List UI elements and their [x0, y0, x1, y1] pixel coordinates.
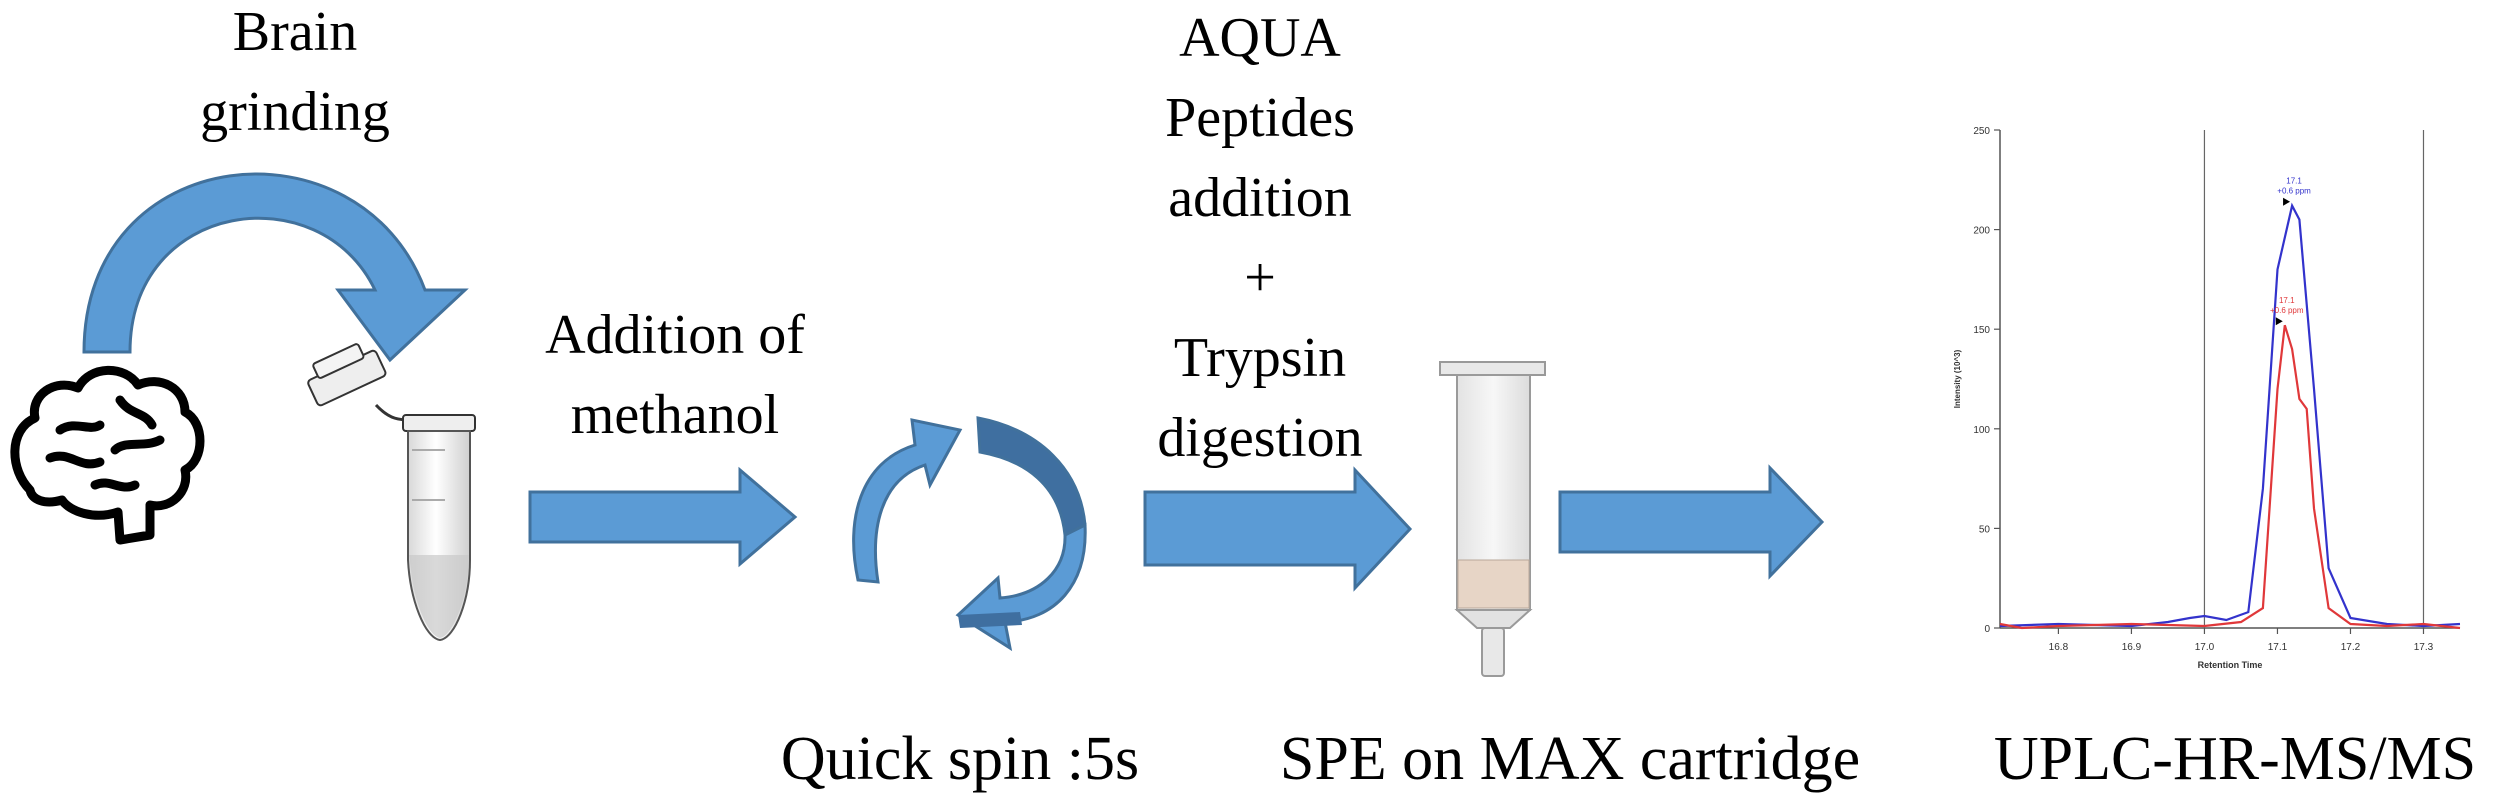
chromatogram-chart: 0 50 100 150 200 250 16.8 16.9 17.0 17.1 17.2 17.3R…: [1953, 126, 2461, 670]
label-quick-spin: Quick spin :5s: [780, 725, 1140, 793]
arrow-2: [1143, 466, 1413, 592]
label-line: methanol: [570, 384, 780, 446]
curved-arrow: [82, 172, 469, 363]
cycle-arrows-icon: [852, 416, 1087, 652]
peak-label: +0.6 ppm: [2270, 306, 2304, 315]
label-line: +: [1244, 247, 1276, 309]
label-line: Trypsin: [1173, 327, 1347, 389]
label-aqua-trypsin: AQUA Peptides addition + Trypsin digesti…: [1090, 0, 1430, 478]
label-line: grinding: [200, 81, 390, 143]
eppendorf-tube-icon: [307, 343, 476, 642]
label-uplc: UPLC-HR-MS/MS: [1993, 725, 2477, 793]
series-line-2: [1999, 324, 2461, 630]
y-tick-label: 250: [1973, 126, 1990, 137]
x-tick-label: 17.0: [2195, 642, 2215, 653]
label-addition-of-methanol: Addition of methanol: [490, 295, 860, 455]
x-tick-label: 16.8: [2049, 642, 2069, 653]
spe-cartridge-icon: [1439, 361, 1546, 677]
y-tick-label: 100: [1973, 425, 1990, 436]
peak-label: 17.1: [2286, 177, 2302, 186]
y-tick-label: 150: [1973, 325, 1990, 336]
y-axis-label: Intensity (10^3): [1953, 349, 1962, 408]
series-line-1: [1999, 202, 2461, 628]
brain-icon: [10, 365, 205, 545]
peak-marker-1: [2283, 197, 2291, 206]
label-line: Addition of: [545, 304, 805, 366]
x-tick-label: 17.3: [2414, 642, 2434, 653]
label-brain-grinding: Brain grinding: [160, 0, 430, 152]
label-line: Peptides: [1165, 87, 1355, 149]
y-tick-label: 200: [1973, 226, 1990, 237]
label-line: AQUA: [1179, 7, 1341, 69]
x-tick-label: 17.1: [2268, 642, 2288, 653]
peak-marker-2: [2275, 317, 2283, 326]
peak-label: +0.6 ppm: [2277, 187, 2311, 196]
x-axis-label: Retention Time: [2198, 660, 2263, 670]
x-tick-label: 17.2: [2341, 642, 2361, 653]
y-tick-label: 0: [1984, 624, 1990, 635]
peak-label: 17.1: [2279, 296, 2295, 305]
x-tick-label: 16.9: [2122, 642, 2142, 653]
label-line: addition: [1168, 167, 1352, 229]
arrow-3: [1558, 464, 1825, 580]
arrow-1: [528, 466, 798, 568]
label-spe-max: SPE on MAX cartridge: [1279, 725, 1861, 793]
label-line: Brain: [232, 1, 358, 63]
y-tick-label: 50: [1979, 524, 1991, 535]
label-line: digestion: [1157, 407, 1363, 469]
